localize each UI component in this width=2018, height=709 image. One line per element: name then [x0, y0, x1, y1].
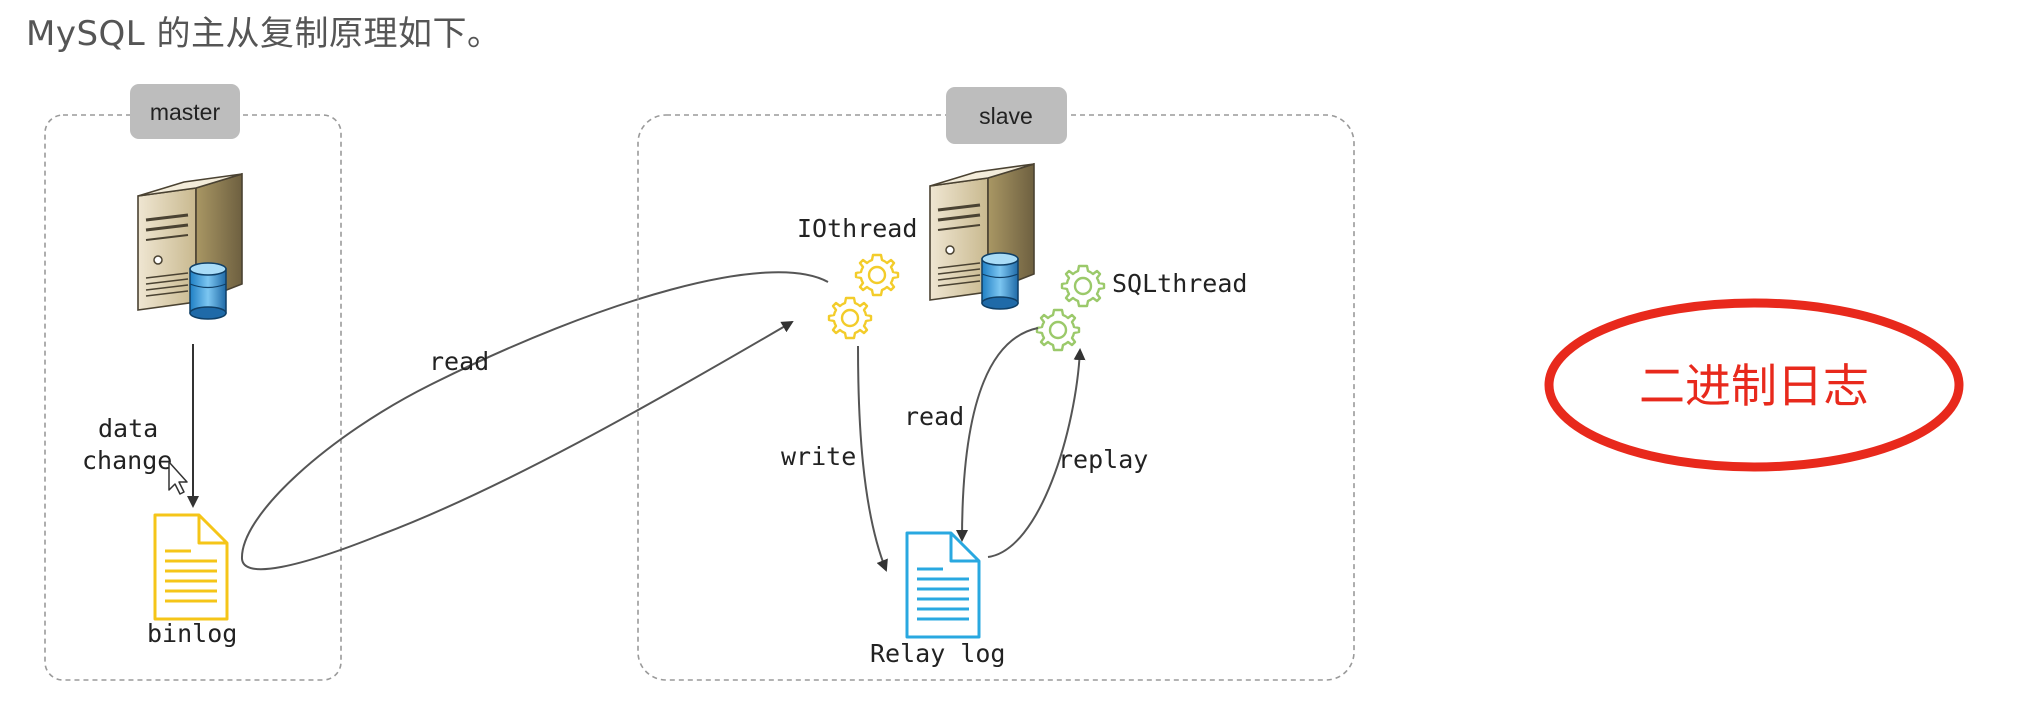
slave-tag: slave — [946, 87, 1067, 144]
read-relay-curve — [956, 327, 1039, 542]
annotation-circle — [1544, 298, 1964, 472]
read-binlog-label: read — [429, 347, 489, 376]
read-relay-label: read — [904, 402, 964, 431]
io-thread-label: IOthread — [797, 214, 917, 243]
master-tag-label: master — [150, 99, 221, 125]
binlog-document-icon — [153, 513, 229, 621]
slave-tag-label: slave — [979, 103, 1033, 129]
read-binlog-curve — [240, 271, 829, 571]
replay-label: replay — [1058, 445, 1148, 474]
write-relay-curve — [857, 345, 888, 572]
data-change-label-line1: data — [98, 414, 158, 443]
write-label: write — [781, 442, 856, 471]
master-tag: master — [130, 84, 240, 139]
page-heading: MySQL 的主从复制原理如下。 — [26, 14, 502, 54]
io-thread-gear-icon-1 — [854, 253, 900, 297]
master-server-icon — [136, 172, 244, 321]
slave-group-border — [637, 114, 1355, 681]
sql-thread-label: SQLthread — [1112, 269, 1247, 298]
cursor-pointer-icon — [168, 461, 188, 495]
relay-log-document-icon — [905, 531, 981, 639]
sql-thread-gear-icon-1 — [1060, 264, 1106, 308]
io-thread-gear-icon-2 — [827, 296, 873, 340]
binlog-label: binlog — [147, 619, 237, 648]
replay-curve — [987, 348, 1086, 558]
sql-thread-gear-icon-2 — [1035, 308, 1081, 352]
slave-server-icon — [928, 162, 1036, 311]
data-change-label-line2: change — [82, 446, 172, 475]
relay-log-label: Relay log — [870, 639, 1005, 668]
annotation-text: 二进制日志 — [1639, 359, 1869, 413]
